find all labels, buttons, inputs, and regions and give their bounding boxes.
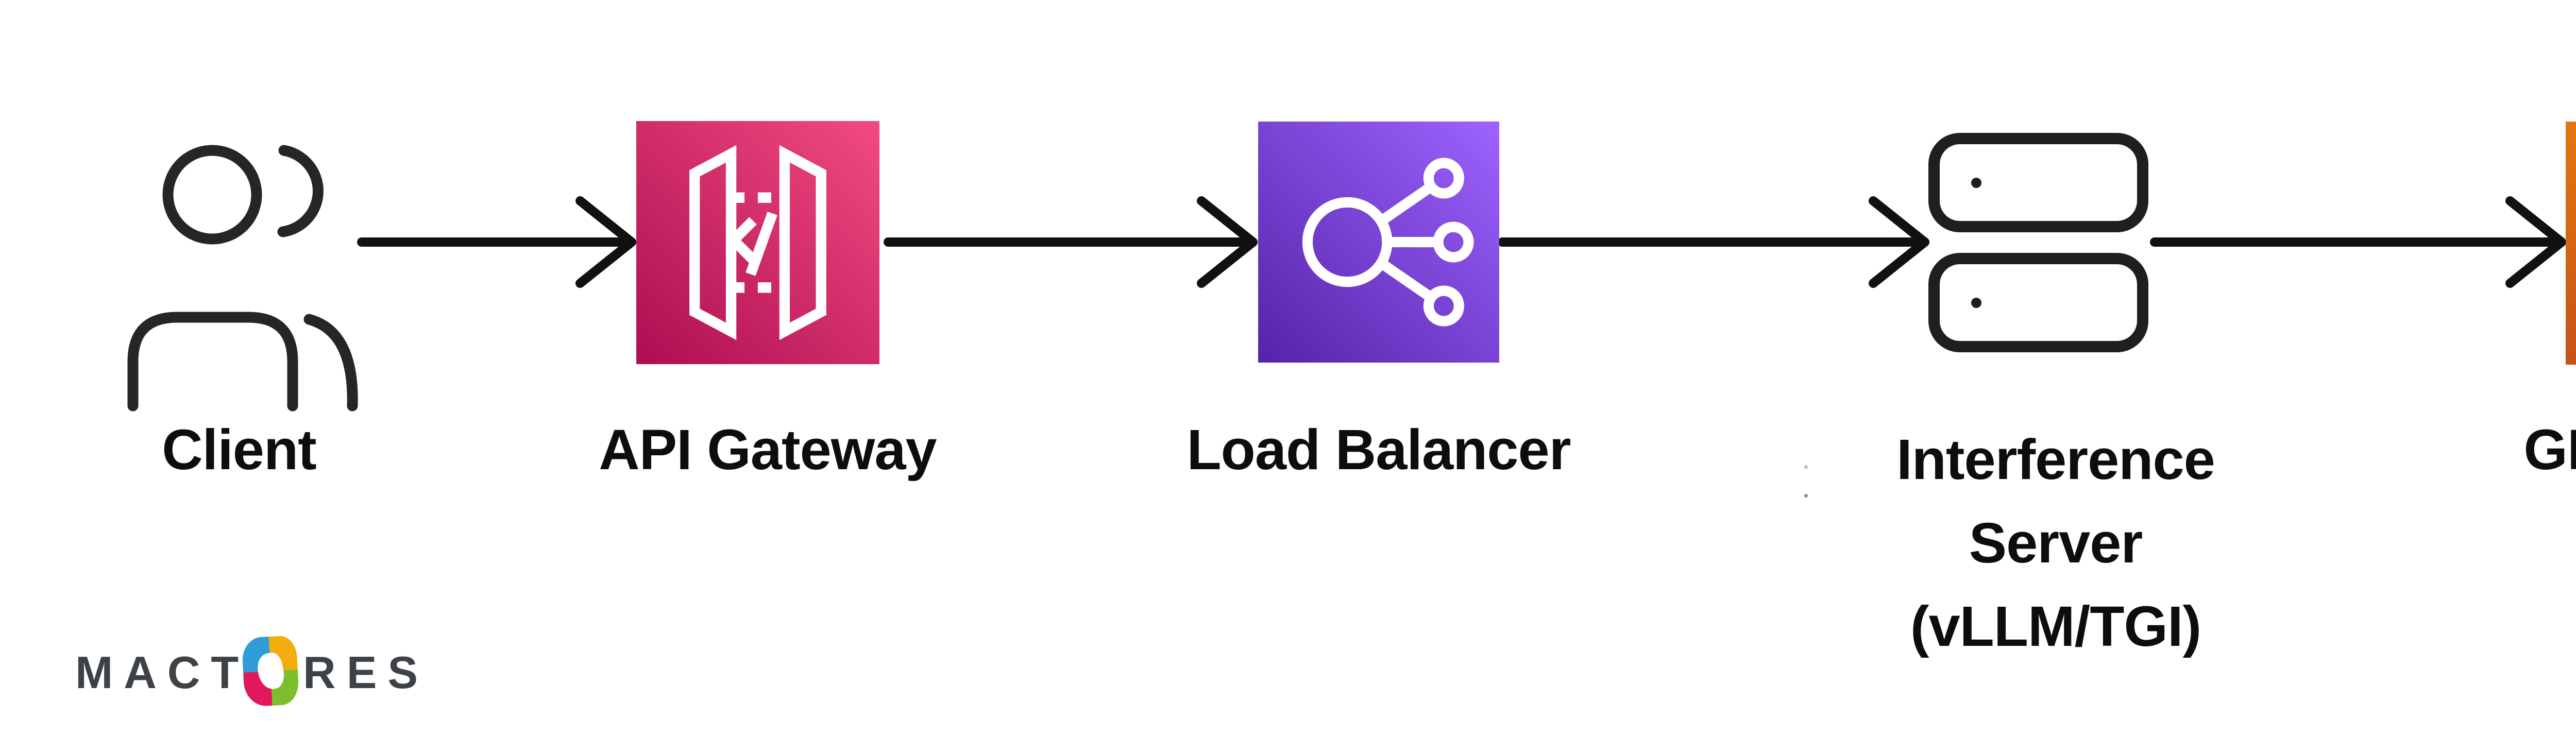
code-slash bbox=[745, 211, 777, 276]
mactores-o-icon bbox=[241, 635, 300, 707]
gpu-chip-glyph bbox=[2566, 122, 2576, 365]
lb-target-circle bbox=[1423, 285, 1464, 327]
api-gateway-icon bbox=[636, 121, 879, 364]
gpu-chip-icon bbox=[2566, 122, 2576, 365]
logo-text-suffix: RES bbox=[303, 647, 429, 698]
arrow-apigateway-to-loadbalancer bbox=[884, 196, 1258, 288]
node-label-line: Interference bbox=[1896, 428, 2215, 491]
second-user-body-arc bbox=[303, 314, 358, 412]
lb-target-circle bbox=[1433, 221, 1474, 263]
lb-link bbox=[1376, 183, 1432, 227]
server-led-dot bbox=[1971, 298, 1981, 308]
lb-link bbox=[1376, 257, 1432, 301]
node-label-inference-server: Interference Server (vLLM/TGI) bbox=[1721, 418, 2391, 669]
logo-text-prefix: MACT bbox=[75, 647, 250, 698]
arrow-client-to-apigateway bbox=[357, 196, 636, 288]
arrow-loadbalancer-to-server bbox=[1498, 196, 1929, 288]
mactores-o-hole bbox=[255, 651, 286, 691]
user-body bbox=[127, 312, 298, 412]
flow-arrows bbox=[357, 196, 2566, 288]
load-balancer-glyph bbox=[1302, 158, 1474, 327]
arrowhead-icon bbox=[575, 196, 636, 288]
second-user-head-arc bbox=[277, 145, 324, 237]
node-label-line: (vLLM/TGI) bbox=[1910, 595, 2201, 658]
user-head bbox=[162, 145, 262, 245]
stray-mark bbox=[1804, 465, 1808, 469]
node-label-api-gateway: API Gateway bbox=[599, 418, 937, 482]
server-led-dot bbox=[1971, 178, 1981, 188]
node-label-line: Server bbox=[1969, 511, 2143, 575]
node-label-client: Client bbox=[162, 418, 317, 482]
api-gateway-glyph bbox=[689, 145, 826, 340]
node-label-load-balancer: Load Balancer bbox=[1187, 418, 1571, 482]
gateway-right-door bbox=[779, 145, 826, 340]
node-label-gpu-instance: GPU Instance bbox=[2523, 418, 2576, 482]
mactores-logo: MACT RES bbox=[75, 635, 429, 707]
arrow-server-to-gpu bbox=[2150, 196, 2566, 288]
gateway-left-door bbox=[689, 145, 737, 340]
users-icon bbox=[127, 145, 358, 412]
arrowhead-icon bbox=[1197, 196, 1258, 288]
load-balancer-icon bbox=[1258, 122, 1499, 363]
code-bracket bbox=[726, 217, 757, 264]
arrowhead-icon bbox=[2505, 196, 2566, 288]
lb-target-circle bbox=[1423, 158, 1464, 199]
lb-hub-circle bbox=[1302, 197, 1393, 287]
server-stack-icon bbox=[1928, 133, 2148, 352]
arrowhead-icon bbox=[1869, 196, 1929, 288]
